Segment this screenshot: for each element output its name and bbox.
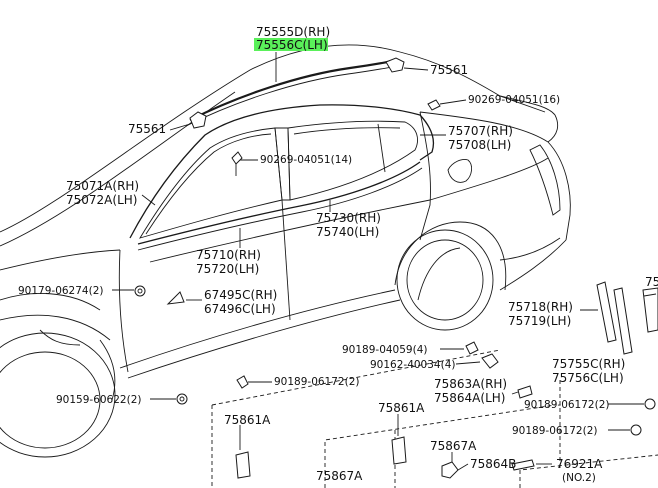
label-75720: 75720(LH) bbox=[196, 262, 259, 276]
label-67496c: 67496C(LH) bbox=[204, 302, 276, 316]
label-75556c: 75556C(LH) bbox=[256, 38, 328, 52]
label-67495c: 67495C(RH) bbox=[204, 288, 277, 302]
label-75863a: 75863A(RH) bbox=[434, 377, 507, 391]
label-90189-06172-a: 90189-06172(2) bbox=[274, 376, 359, 388]
label-75755c: 75755C(RH) bbox=[552, 357, 625, 371]
car-body-outline bbox=[0, 44, 571, 458]
roof-moulding bbox=[185, 57, 405, 129]
part-labels: 75555D(RH) 75556C(LH) 75561 90269-04051(… bbox=[18, 25, 658, 484]
label-90269-16: 90269-04051(16) bbox=[468, 94, 560, 106]
label-75561-top: 75561 bbox=[430, 63, 468, 77]
label-75756c: 75756C(LH) bbox=[552, 371, 624, 385]
label-90189-06172-b: 90189-06172(2) bbox=[524, 399, 609, 411]
label-90189-04059: 90189-04059(4) bbox=[342, 344, 427, 356]
label-75707: 75707(RH) bbox=[448, 124, 513, 138]
label-75867a-bottom: 75867A bbox=[316, 469, 363, 483]
label-75708: 75708(LH) bbox=[448, 138, 511, 152]
label-90269-14: 90269-04051(14) bbox=[260, 154, 352, 166]
label-75072a: 75072A(LH) bbox=[66, 193, 137, 207]
label-75864a: 75864A(LH) bbox=[434, 391, 505, 405]
label-90189-06172-c: 90189-06172(2) bbox=[512, 425, 597, 437]
label-75710: 75710(RH) bbox=[196, 248, 261, 262]
label-90162: 90162-40034(4) bbox=[370, 359, 455, 371]
label-75561-left: 75561 bbox=[128, 122, 166, 136]
label-75740: 75740(LH) bbox=[316, 225, 379, 239]
label-75719: 75719(LH) bbox=[508, 314, 571, 328]
label-75861a-left: 75861A bbox=[224, 413, 271, 427]
label-75861a-mid: 75861A bbox=[378, 401, 425, 415]
label-75555d: 75555D(RH) bbox=[256, 25, 330, 39]
label-75718: 75718(RH) bbox=[508, 300, 573, 314]
leader-lines bbox=[112, 52, 644, 471]
label-76921a: 76921A bbox=[556, 457, 603, 471]
window-frames bbox=[129, 104, 435, 251]
body-clips bbox=[134, 99, 441, 305]
label-90159: 90159-60622(2) bbox=[56, 394, 141, 406]
label-757-edge: 757 bbox=[645, 275, 658, 289]
label-75864b: 75864B bbox=[470, 457, 516, 471]
label-75867a-mid: 75867A bbox=[430, 439, 477, 453]
pillar-garnish-parts bbox=[596, 281, 658, 355]
label-highlight bbox=[254, 38, 328, 51]
label-90179: 90179-06274(2) bbox=[18, 285, 103, 297]
fastener-parts bbox=[176, 341, 656, 479]
label-75071a: 75071A(RH) bbox=[66, 179, 139, 193]
label-75730: 75730(RH) bbox=[316, 211, 381, 225]
label-76921a-no: (NO.2) bbox=[562, 472, 596, 484]
